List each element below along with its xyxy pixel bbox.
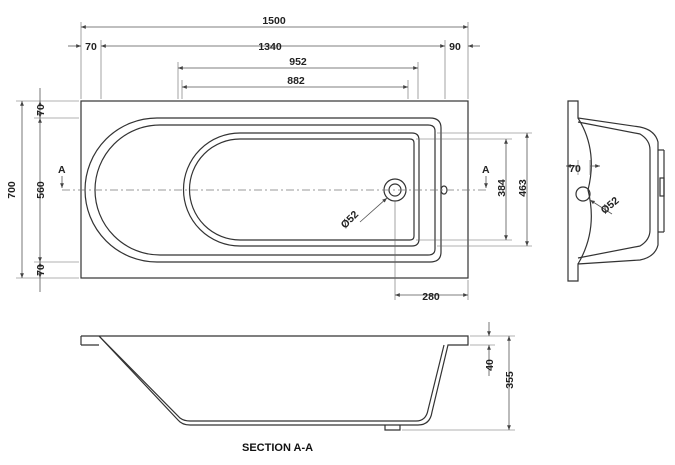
section-outline (81, 335, 469, 426)
dim-inner-width: 560 (35, 181, 47, 199)
dim-384: 384 (496, 179, 508, 197)
basin-outer-rim (84, 117, 442, 263)
dim-overall-width: 700 (6, 181, 18, 199)
right-dimensions: 384 463 (416, 132, 532, 247)
dim-rim-bottom: 70 (35, 264, 47, 276)
dim-end-right: 90 (449, 41, 461, 53)
section-title: SECTION A-A (242, 442, 313, 454)
dim-952: 952 (289, 56, 307, 68)
basin-floor-inner (188, 138, 415, 241)
dim-total-height: 355 (504, 371, 516, 389)
section-marker-right: A (482, 164, 490, 176)
waste-dimensions: 280 Ø52 (339, 197, 469, 303)
dim-463: 463 (517, 179, 529, 197)
basin-floor-outer (182, 132, 420, 247)
dim-inner-length: 1340 (258, 41, 282, 53)
section-view: 40 355 SECTION A-A (80, 322, 516, 454)
dim-waste-offset: 280 (422, 291, 440, 303)
dim-end-left: 70 (85, 41, 97, 53)
dim-waste-dia-end: Ø52 (599, 195, 622, 217)
left-dimensions: 700 70 560 70 (6, 88, 79, 292)
plan-view: A A (58, 100, 490, 279)
top-dimensions: 1500 70 1340 90 952 882 (68, 15, 480, 99)
dim-overall-length: 1500 (262, 15, 286, 27)
end-view-basin (577, 121, 651, 259)
end-view-outline (567, 100, 659, 282)
end-view: 70 Ø52 (566, 100, 665, 282)
section-inner-wall (98, 335, 445, 422)
end-view-inner-curve (577, 117, 592, 265)
dim-882: 882 (287, 75, 305, 87)
bath-outline (80, 100, 469, 279)
dim-rim-top: 70 (35, 104, 47, 116)
dim-waste-dia-plan: Ø52 (339, 209, 362, 232)
section-waste (384, 425, 401, 431)
end-view-waste (575, 186, 591, 202)
end-view-overflow (659, 177, 665, 197)
dim-end-rim: 70 (569, 163, 581, 175)
section-marker-left: A (58, 164, 66, 176)
basin-inner-rim (94, 124, 436, 256)
dim-rim-height: 40 (484, 359, 496, 371)
